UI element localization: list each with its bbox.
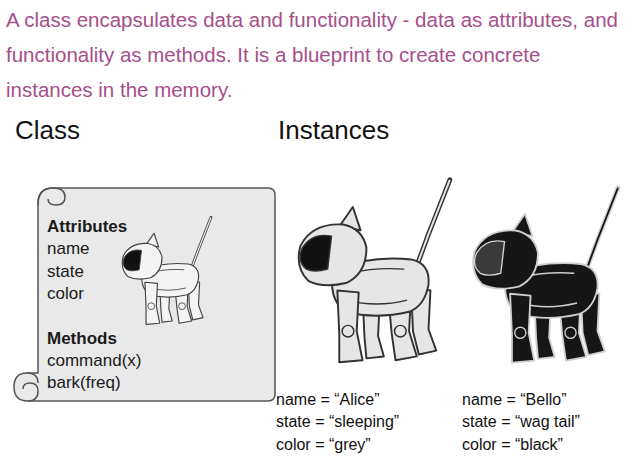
scroll-sheet	[14, 188, 275, 401]
section-title: Attributes	[47, 216, 127, 238]
attribute-value: name = “Alice”	[276, 389, 380, 411]
method-name: bark(freq)	[47, 372, 121, 394]
attribute-value: state = “wag tail”	[462, 411, 580, 433]
scroll-curl	[38, 188, 65, 205]
title-text: A class encapsulates data and functional…	[6, 2, 628, 107]
method-name: command(x)	[47, 350, 141, 372]
section-heading: Instances	[278, 114, 389, 146]
attribute-value: name = “Bello”	[462, 389, 567, 411]
attribute-name: state	[47, 261, 84, 283]
attribute-name: name	[47, 238, 90, 260]
grey-robot-dog	[299, 180, 450, 362]
section-title: Methods	[47, 328, 117, 350]
class-scroll: AttributesnamestatecolorMethodscommand(x…	[10, 183, 280, 413]
scroll-curl	[23, 373, 38, 401]
robot-dog-icon	[122, 217, 211, 324]
attribute-name: color	[47, 283, 84, 305]
attribute-value: state = “sleeping”	[276, 411, 399, 433]
section-heading: Class	[15, 114, 80, 146]
black-robot-dog	[473, 188, 618, 363]
attribute-value: color = “black”	[462, 434, 563, 456]
attribute-value: color = “grey”	[276, 434, 371, 456]
